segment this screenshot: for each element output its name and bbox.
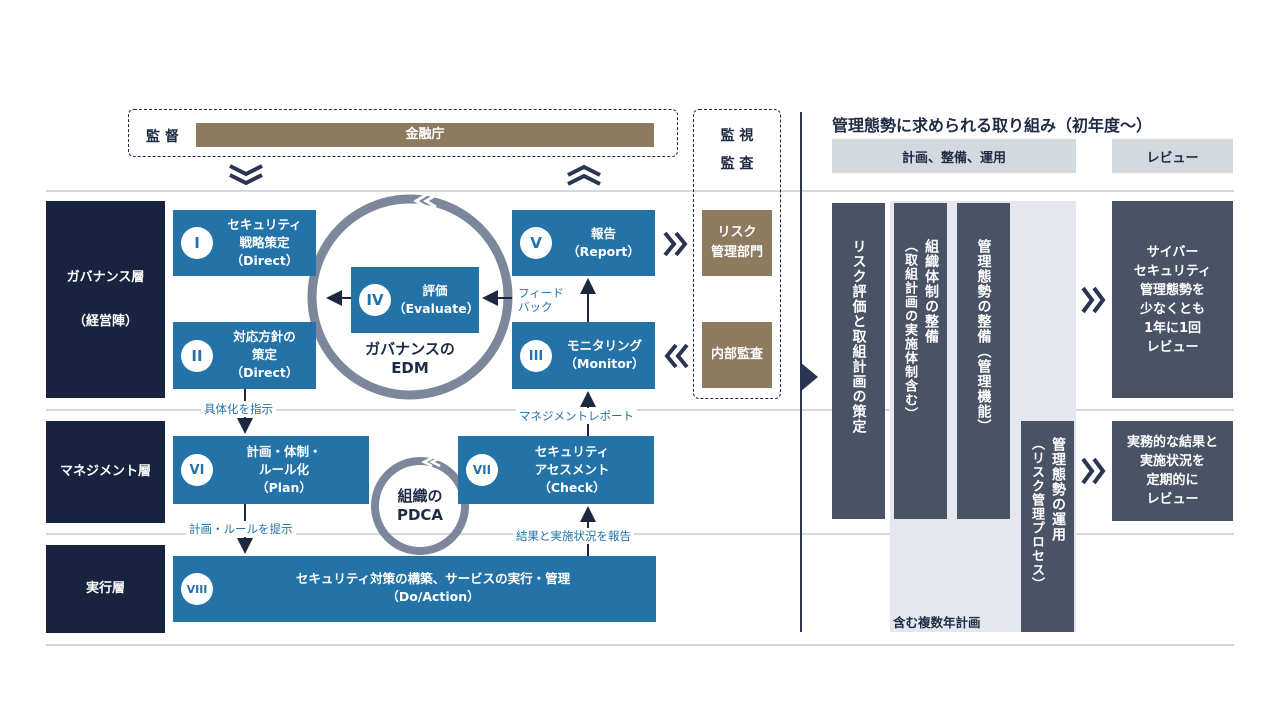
box-viii-number: VIII bbox=[181, 573, 213, 605]
box-viii: VIII セキュリティ対策の構築、サービスの実行・管理 （Do/Action） bbox=[173, 556, 656, 622]
flow-arrows bbox=[237, 278, 596, 556]
box-vi-text: 計画・体制・ ルール化 （Plan） bbox=[246, 444, 322, 495]
box-i-text: セキュリティ 戦略策定 （Direct） bbox=[227, 217, 302, 268]
layer-execution: 実行層 bbox=[46, 545, 165, 633]
header-review: レビュー bbox=[1112, 139, 1233, 173]
box-vii-text: セキュリティ アセスメント （Check） bbox=[534, 444, 610, 495]
chevron-up-icon bbox=[567, 164, 601, 186]
box-iv: IV 評価 （Evaluate） bbox=[351, 267, 479, 333]
box-ii: II 対応方針の 策定 （Direct） bbox=[173, 322, 316, 389]
double-chevron-right-icon bbox=[663, 231, 688, 257]
box-iii-number: III bbox=[520, 340, 552, 372]
col-mgmt-operation: 管理態勢の運用 （リスク管理プロセス） bbox=[1021, 421, 1074, 632]
box-ii-number: II bbox=[181, 340, 213, 372]
box-v-text: 報告 （Report） bbox=[567, 226, 640, 259]
divider-mid bbox=[46, 409, 1234, 411]
double-chevron-left-icon bbox=[664, 343, 689, 369]
review-chevron-1-icon bbox=[1081, 286, 1106, 314]
edm-label: ガバナンスの EDM bbox=[365, 340, 455, 377]
col-mgmt-setup-text: 管理態勢の整備（管理機能） bbox=[975, 239, 992, 434]
box-vi-number: VI bbox=[181, 454, 213, 486]
review-box-1: サイバー セキュリティ 管理態勢を 少なくとも 1年に1回 レビュー bbox=[1112, 201, 1233, 398]
col-mgmt-setup: 管理態勢の整備（管理機能） bbox=[957, 203, 1010, 519]
right-title: 管理態勢に求められる取り組み（初年度〜） bbox=[832, 116, 1153, 135]
mgmt-report-label: マネジメントレポート bbox=[516, 408, 637, 424]
col-mgmt-operation-text: 管理態勢の運用 bbox=[1050, 437, 1066, 542]
col-risk-eval: リスク評価と取組計画の策定 bbox=[832, 203, 885, 519]
review-chevron-2-icon bbox=[1081, 457, 1106, 485]
box-i-number: I bbox=[181, 227, 213, 259]
col-mgmt-operation-sub: （リスク管理プロセス） bbox=[1029, 437, 1044, 591]
box-iv-text: 評価 （Evaluate） bbox=[393, 283, 480, 316]
review-box-2: 実務的な結果と 実施状況を 定期的に レビュー bbox=[1112, 421, 1233, 521]
box-vii: VII セキュリティ アセスメント （Check） bbox=[458, 436, 654, 504]
concretize-label: 具体化を指示 bbox=[201, 401, 276, 417]
divider-arrow-icon bbox=[800, 362, 818, 392]
supervision-label: 監 督 bbox=[146, 129, 179, 145]
pdca-cycle-ring bbox=[371, 456, 469, 555]
layer-management: マネジメント層 bbox=[46, 421, 165, 523]
risk-dept-box: リスク 管理部門 bbox=[702, 210, 772, 276]
oversight-line2: 監 査 bbox=[720, 156, 754, 172]
divider-top bbox=[46, 190, 1234, 192]
box-iii-text: モニタリング （Monitor） bbox=[564, 338, 645, 371]
box-v-number: V bbox=[520, 227, 552, 259]
internal-audit-box: 内部監査 bbox=[702, 322, 772, 388]
box-vii-number: VII bbox=[466, 454, 498, 486]
feedback-label: フィード バック bbox=[518, 286, 564, 314]
box-viii-text: セキュリティ対策の構築、サービスの実行・管理 （Do/Action） bbox=[295, 571, 571, 604]
result-report-label: 結果と実施状況を報告 bbox=[513, 528, 634, 544]
multi-year-label: 含む複数年計画 bbox=[893, 615, 981, 630]
oversight-box bbox=[693, 109, 781, 399]
divider-bottom bbox=[46, 644, 1234, 646]
box-ii-text: 対応方針の 策定 （Direct） bbox=[230, 329, 299, 380]
header-plan: 計画、整備、運用 bbox=[832, 139, 1076, 173]
box-iv-number: IV bbox=[359, 284, 391, 316]
box-vi: VI 計画・体制・ ルール化 （Plan） bbox=[173, 436, 369, 504]
divider-low bbox=[46, 533, 1234, 535]
fsa-box: 金融庁 bbox=[196, 123, 654, 147]
oversight-line1: 監 視 bbox=[720, 128, 754, 144]
col-risk-eval-text: リスク評価と取組計画の策定 bbox=[850, 239, 867, 434]
col-org-structure: 組織体制の整備 （取組計画の実施体制含む） bbox=[894, 203, 947, 519]
box-i: I セキュリティ 戦略策定 （Direct） bbox=[173, 210, 316, 276]
plan-present-label: 計画・ルールを提示 bbox=[186, 521, 296, 537]
box-v: V 報告 （Report） bbox=[512, 210, 655, 276]
layer-governance: ガバナンス層 （経営陣） bbox=[46, 201, 165, 398]
chevron-down-icon bbox=[229, 164, 263, 186]
col-org-structure-text: 組織体制の整備 bbox=[923, 239, 939, 344]
col-org-structure-sub: （取組計画の実施体制含む） bbox=[902, 239, 917, 421]
box-iii: III モニタリング （Monitor） bbox=[512, 322, 655, 389]
pdca-label: 組織の PDCA bbox=[396, 487, 444, 524]
supervision-box bbox=[128, 109, 678, 157]
